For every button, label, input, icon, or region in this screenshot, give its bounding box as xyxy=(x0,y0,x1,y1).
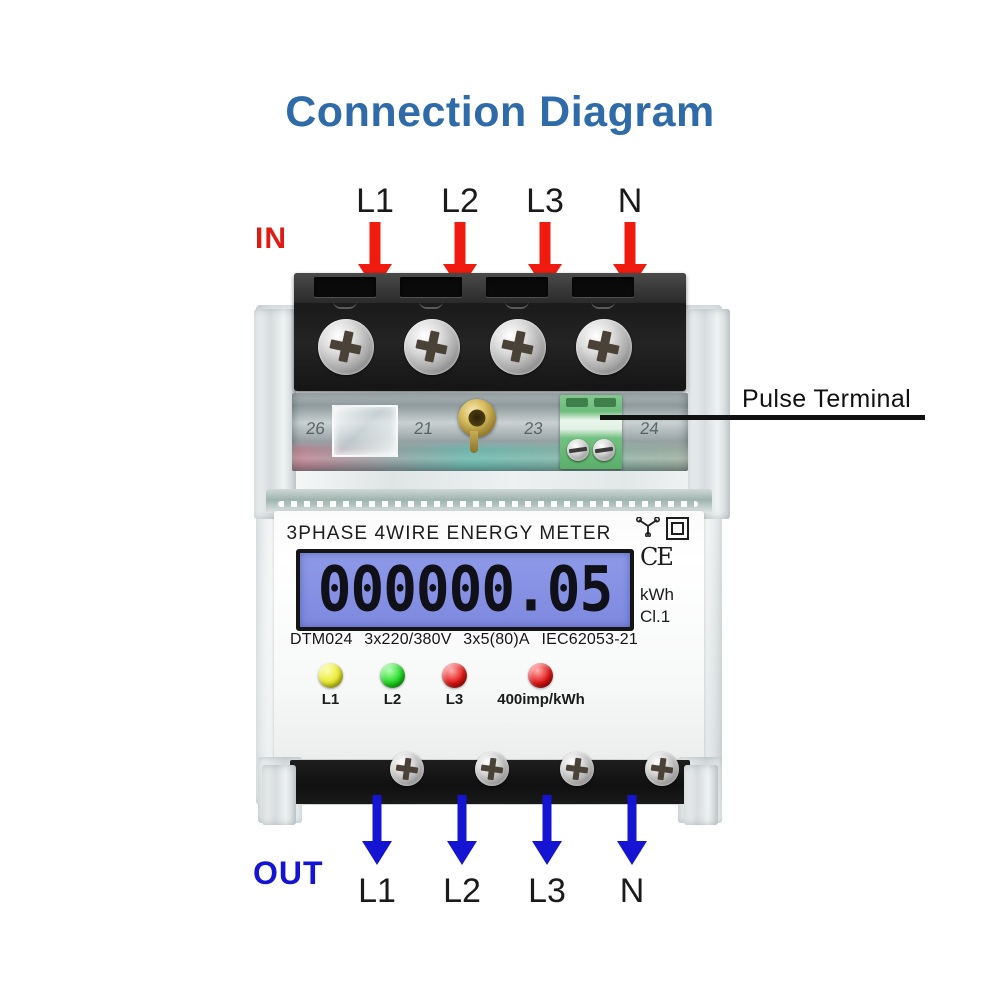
led-l2 xyxy=(380,663,405,688)
internal-marking-24: 24 xyxy=(639,419,660,438)
led-label-l1: L1 xyxy=(321,691,340,708)
accuracy-class-label: Cl.1 xyxy=(640,607,671,626)
led-label-l2: L2 xyxy=(383,691,402,708)
spec-current: 3x5(80)A xyxy=(463,631,530,648)
led-l1 xyxy=(318,663,343,688)
page-title: Connection Diagram xyxy=(285,88,715,136)
output-arrow-l2 xyxy=(447,795,477,867)
meter-middle-window: 26 21 23 24 xyxy=(292,393,688,471)
internal-marking-26: 26 xyxy=(305,419,326,438)
din-clip-right xyxy=(684,765,718,825)
input-terminal-screw-l1[interactable] xyxy=(318,319,374,375)
internal-marking-21: 21 xyxy=(413,419,434,438)
led-label-l3: L3 xyxy=(445,691,464,708)
led-pulse xyxy=(528,663,553,688)
input-terminal-screw-n[interactable] xyxy=(576,319,632,375)
output-terminal-screw-l1[interactable] xyxy=(390,752,424,786)
terminal-notch-n xyxy=(591,299,615,309)
pulse-terminal-screw-1[interactable] xyxy=(567,439,589,461)
brass-bushing xyxy=(458,399,496,453)
input-terminal-label-l2: L2 xyxy=(441,182,479,220)
spec-model: DTM024 xyxy=(290,631,353,648)
input-terminal-label-l3: L3 xyxy=(526,182,564,220)
spec-standard: IEC62053-21 xyxy=(541,631,638,648)
callout-leader-line xyxy=(600,415,925,420)
input-wire-hole-l1 xyxy=(314,277,376,297)
din-rail-fin-left xyxy=(254,309,296,519)
spec-voltage: 3x220/380V xyxy=(364,631,452,648)
faceplate-vent-dots xyxy=(278,501,698,507)
unit-kwh-label: kWh xyxy=(640,585,674,604)
output-side-label: OUT xyxy=(253,855,324,891)
input-terminal-label-n: N xyxy=(617,182,643,220)
clear-terminal-cover xyxy=(332,405,398,457)
din-rail-fin-right xyxy=(688,309,730,519)
brass-tail xyxy=(470,431,478,453)
input-wire-hole-n xyxy=(572,277,634,297)
wye-connection-icon xyxy=(636,517,660,537)
output-terminal-screw-n[interactable] xyxy=(645,752,679,786)
output-terminal-screw-l2[interactable] xyxy=(475,752,509,786)
pulse-terminal-screw-2[interactable] xyxy=(593,439,615,461)
ce-mark-icon: CE xyxy=(640,543,674,571)
output-terminal-screw-l3[interactable] xyxy=(560,752,594,786)
brass-bore xyxy=(468,409,486,427)
input-wire-hole-l3 xyxy=(486,277,548,297)
output-arrow-l1 xyxy=(362,795,392,867)
faceplate-title: 3PHASE 4WIRE ENERGY METER xyxy=(286,523,612,544)
pulse-terminal-connector[interactable] xyxy=(560,395,622,469)
input-terminal-screw-l3[interactable] xyxy=(490,319,546,375)
output-terminal-block xyxy=(290,752,690,804)
led-label-pulse: 400imp/kWh xyxy=(497,691,585,708)
input-terminal-label-l1: L1 xyxy=(356,182,394,220)
terminal-notch-l3 xyxy=(505,299,529,309)
terminal-notch-l1 xyxy=(333,299,357,309)
input-terminal-screw-l2[interactable] xyxy=(404,319,460,375)
callout-label-pulse-terminal: Pulse Terminal xyxy=(742,385,912,413)
pulse-terminal-slot-2 xyxy=(594,398,616,407)
output-arrow-n xyxy=(617,795,647,867)
led-l3 xyxy=(442,663,467,688)
meter-faceplate: 3PHASE 4WIRE ENERGY METER CE 000000.05 k… xyxy=(274,511,704,759)
double-insulation-icon xyxy=(666,517,689,540)
output-terminal-label-l1: L1 xyxy=(358,872,396,910)
terminal-notch-l2 xyxy=(419,299,443,309)
input-terminal-block xyxy=(294,273,686,391)
lcd-reading: 000000.05 xyxy=(317,553,613,627)
input-side-label: IN xyxy=(255,222,287,255)
indicator-led-row: L1 L2 L3 400imp/kWh xyxy=(300,663,630,717)
energy-meter-device: 26 21 23 24 3PHASE 4WIRE ENERGY METER xyxy=(248,265,734,835)
output-terminal-label-n: N xyxy=(619,872,645,910)
spec-line: DTM024 3x220/380V 3x5(80)A IEC62053-21 xyxy=(290,631,638,649)
din-clip-left xyxy=(262,765,296,825)
output-terminal-label-l3: L3 xyxy=(528,872,566,910)
output-terminal-label-l2: L2 xyxy=(443,872,481,910)
input-wire-hole-l2 xyxy=(400,277,462,297)
lcd-display: 000000.05 xyxy=(296,549,634,631)
internal-marking-23: 23 xyxy=(523,419,544,438)
output-arrow-l3 xyxy=(532,795,562,867)
pulse-terminal-slot-1 xyxy=(566,398,588,407)
